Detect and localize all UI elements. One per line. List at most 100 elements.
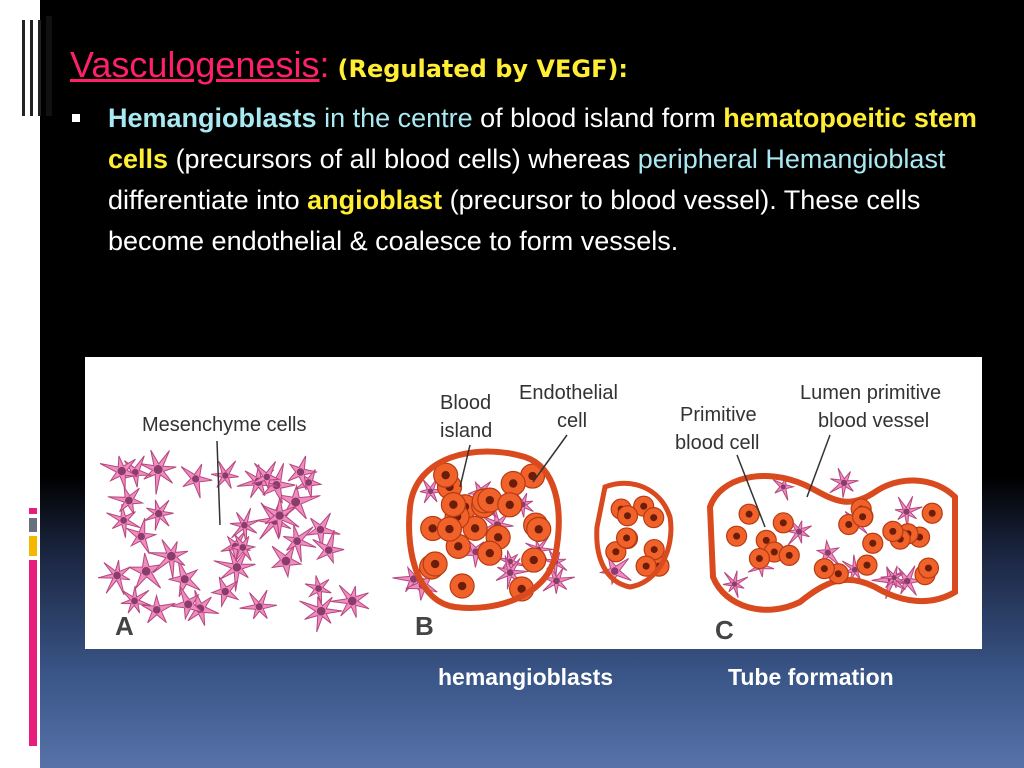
cell-nucleus <box>528 471 537 481</box>
cell-nucleus <box>779 519 787 527</box>
cell-nucleus <box>824 549 832 556</box>
cell-nucleus <box>534 525 543 534</box>
cell-nucleus <box>241 521 248 529</box>
decorative-lines <box>20 20 46 116</box>
cell-nucleus <box>449 500 458 509</box>
cell-nucleus <box>316 525 325 534</box>
cell-nucleus <box>851 566 858 573</box>
cell-nucleus <box>624 512 632 520</box>
cell-nucleus <box>445 524 454 534</box>
cell-nucleus <box>152 606 161 614</box>
cell-nucleus <box>272 481 281 490</box>
cell-nucleus <box>506 569 514 576</box>
cell-nucleus <box>493 533 503 542</box>
cell-nucleus <box>239 543 247 551</box>
cell-nucleus <box>131 597 138 605</box>
cell-nucleus <box>117 466 126 476</box>
panel-label-c: C <box>715 615 734 645</box>
cell-nucleus <box>430 559 440 569</box>
cell-nucleus <box>347 596 357 606</box>
cell-nucleus <box>733 532 741 540</box>
label-cell: cell <box>557 410 587 432</box>
primitive-vessel-outline <box>706 473 958 613</box>
cell-nucleus <box>232 563 242 572</box>
cell-nucleus <box>517 584 526 594</box>
bullet-square-icon <box>72 114 80 122</box>
cell-nucleus <box>623 534 631 542</box>
title-sub: (Regulated by VEGF): <box>337 55 629 83</box>
cell-nucleus <box>820 565 828 573</box>
cell-nucleus <box>113 571 121 580</box>
cell-nucleus <box>762 536 770 544</box>
cell-nucleus <box>316 606 326 616</box>
label-blood-cell: blood cell <box>675 432 760 454</box>
bullet-text: Hemangioblasts in the centre of blood is… <box>108 98 978 262</box>
term-peripheral-hemangioblast: peripheral Hemangioblast <box>637 144 946 174</box>
cell-nucleus <box>924 564 932 572</box>
cell-nucleus <box>889 527 897 535</box>
cell-nucleus <box>275 511 284 520</box>
term-hematopoietic-stem-cells: hematopoeitic stem cells <box>108 103 977 174</box>
cell-nucleus <box>553 577 560 585</box>
term-angioblast: angioblast <box>307 185 443 215</box>
text-segment: (precursors of all blood cells) whereas <box>168 144 638 174</box>
primitive-blood-cells <box>726 498 943 586</box>
cell-nucleus <box>770 548 778 556</box>
cell-nucleus <box>428 524 437 533</box>
slide-title: Vasculogenesis:(Regulated by VEGF): <box>70 44 628 86</box>
cell-nucleus <box>184 600 193 609</box>
cell-nucleus <box>755 555 763 563</box>
label-blood: Blood <box>440 392 491 414</box>
cell-nucleus <box>221 587 229 596</box>
cell-nucleus <box>281 556 291 566</box>
text-segment: of blood island form <box>472 103 724 133</box>
cell-nucleus <box>505 500 514 510</box>
cell-nucleus <box>293 537 301 545</box>
cell-nucleus <box>324 546 333 554</box>
cell-nucleus <box>180 575 189 584</box>
cell-nucleus <box>610 567 619 575</box>
cell-nucleus <box>891 575 897 581</box>
cell-nucleus <box>903 508 910 515</box>
cell-nucleus <box>642 562 650 570</box>
mesenchyme-cell <box>312 529 345 565</box>
label-mesenchyme-cells: Mesenchyme cells <box>142 414 307 436</box>
cell-nucleus <box>315 585 322 592</box>
cell-nucleus <box>845 520 853 528</box>
cell-nucleus <box>263 473 271 481</box>
figure-illustration: Mesenchyme cells Blood island Endothelia… <box>97 382 958 645</box>
label-island: island <box>440 420 492 442</box>
cell-nucleus <box>485 495 494 505</box>
caption-tube-formation: Tube formation <box>728 664 894 690</box>
cell-nucleus <box>731 581 738 587</box>
cell-nucleus <box>780 484 786 490</box>
panel-label-a: A <box>115 611 134 641</box>
cell-nucleus <box>154 509 163 518</box>
cell-nucleus <box>166 551 176 561</box>
cell-nucleus <box>785 551 793 559</box>
label-endothelial: Endothelial <box>519 382 618 404</box>
cell-nucleus <box>441 470 450 480</box>
cell-nucleus <box>485 548 494 558</box>
cell-nucleus <box>869 539 877 547</box>
blood-island-cells <box>419 462 670 602</box>
label-lumen-primitive: Lumen primitive <box>800 382 941 404</box>
cell-nucleus <box>296 468 305 476</box>
accent-bars <box>29 508 37 750</box>
cell-nucleus <box>640 502 648 510</box>
small-island-outline <box>594 480 674 590</box>
cell-nucleus <box>859 513 867 521</box>
cell-nucleus <box>650 514 658 522</box>
blood-island-outline <box>406 448 562 611</box>
cell-nucleus <box>928 509 936 517</box>
cell-nucleus <box>153 465 163 474</box>
cell-nucleus <box>427 488 434 495</box>
cell-nucleus <box>470 524 480 533</box>
cell-nucleus <box>863 561 871 569</box>
cell-nucleus <box>650 546 658 554</box>
term-hemangioblasts: Hemangioblasts <box>108 103 317 133</box>
decorative-bar <box>46 16 52 116</box>
cell-nucleus <box>222 472 229 479</box>
label-blood-vessel: blood vessel <box>818 410 929 432</box>
cell-nucleus <box>192 475 200 483</box>
